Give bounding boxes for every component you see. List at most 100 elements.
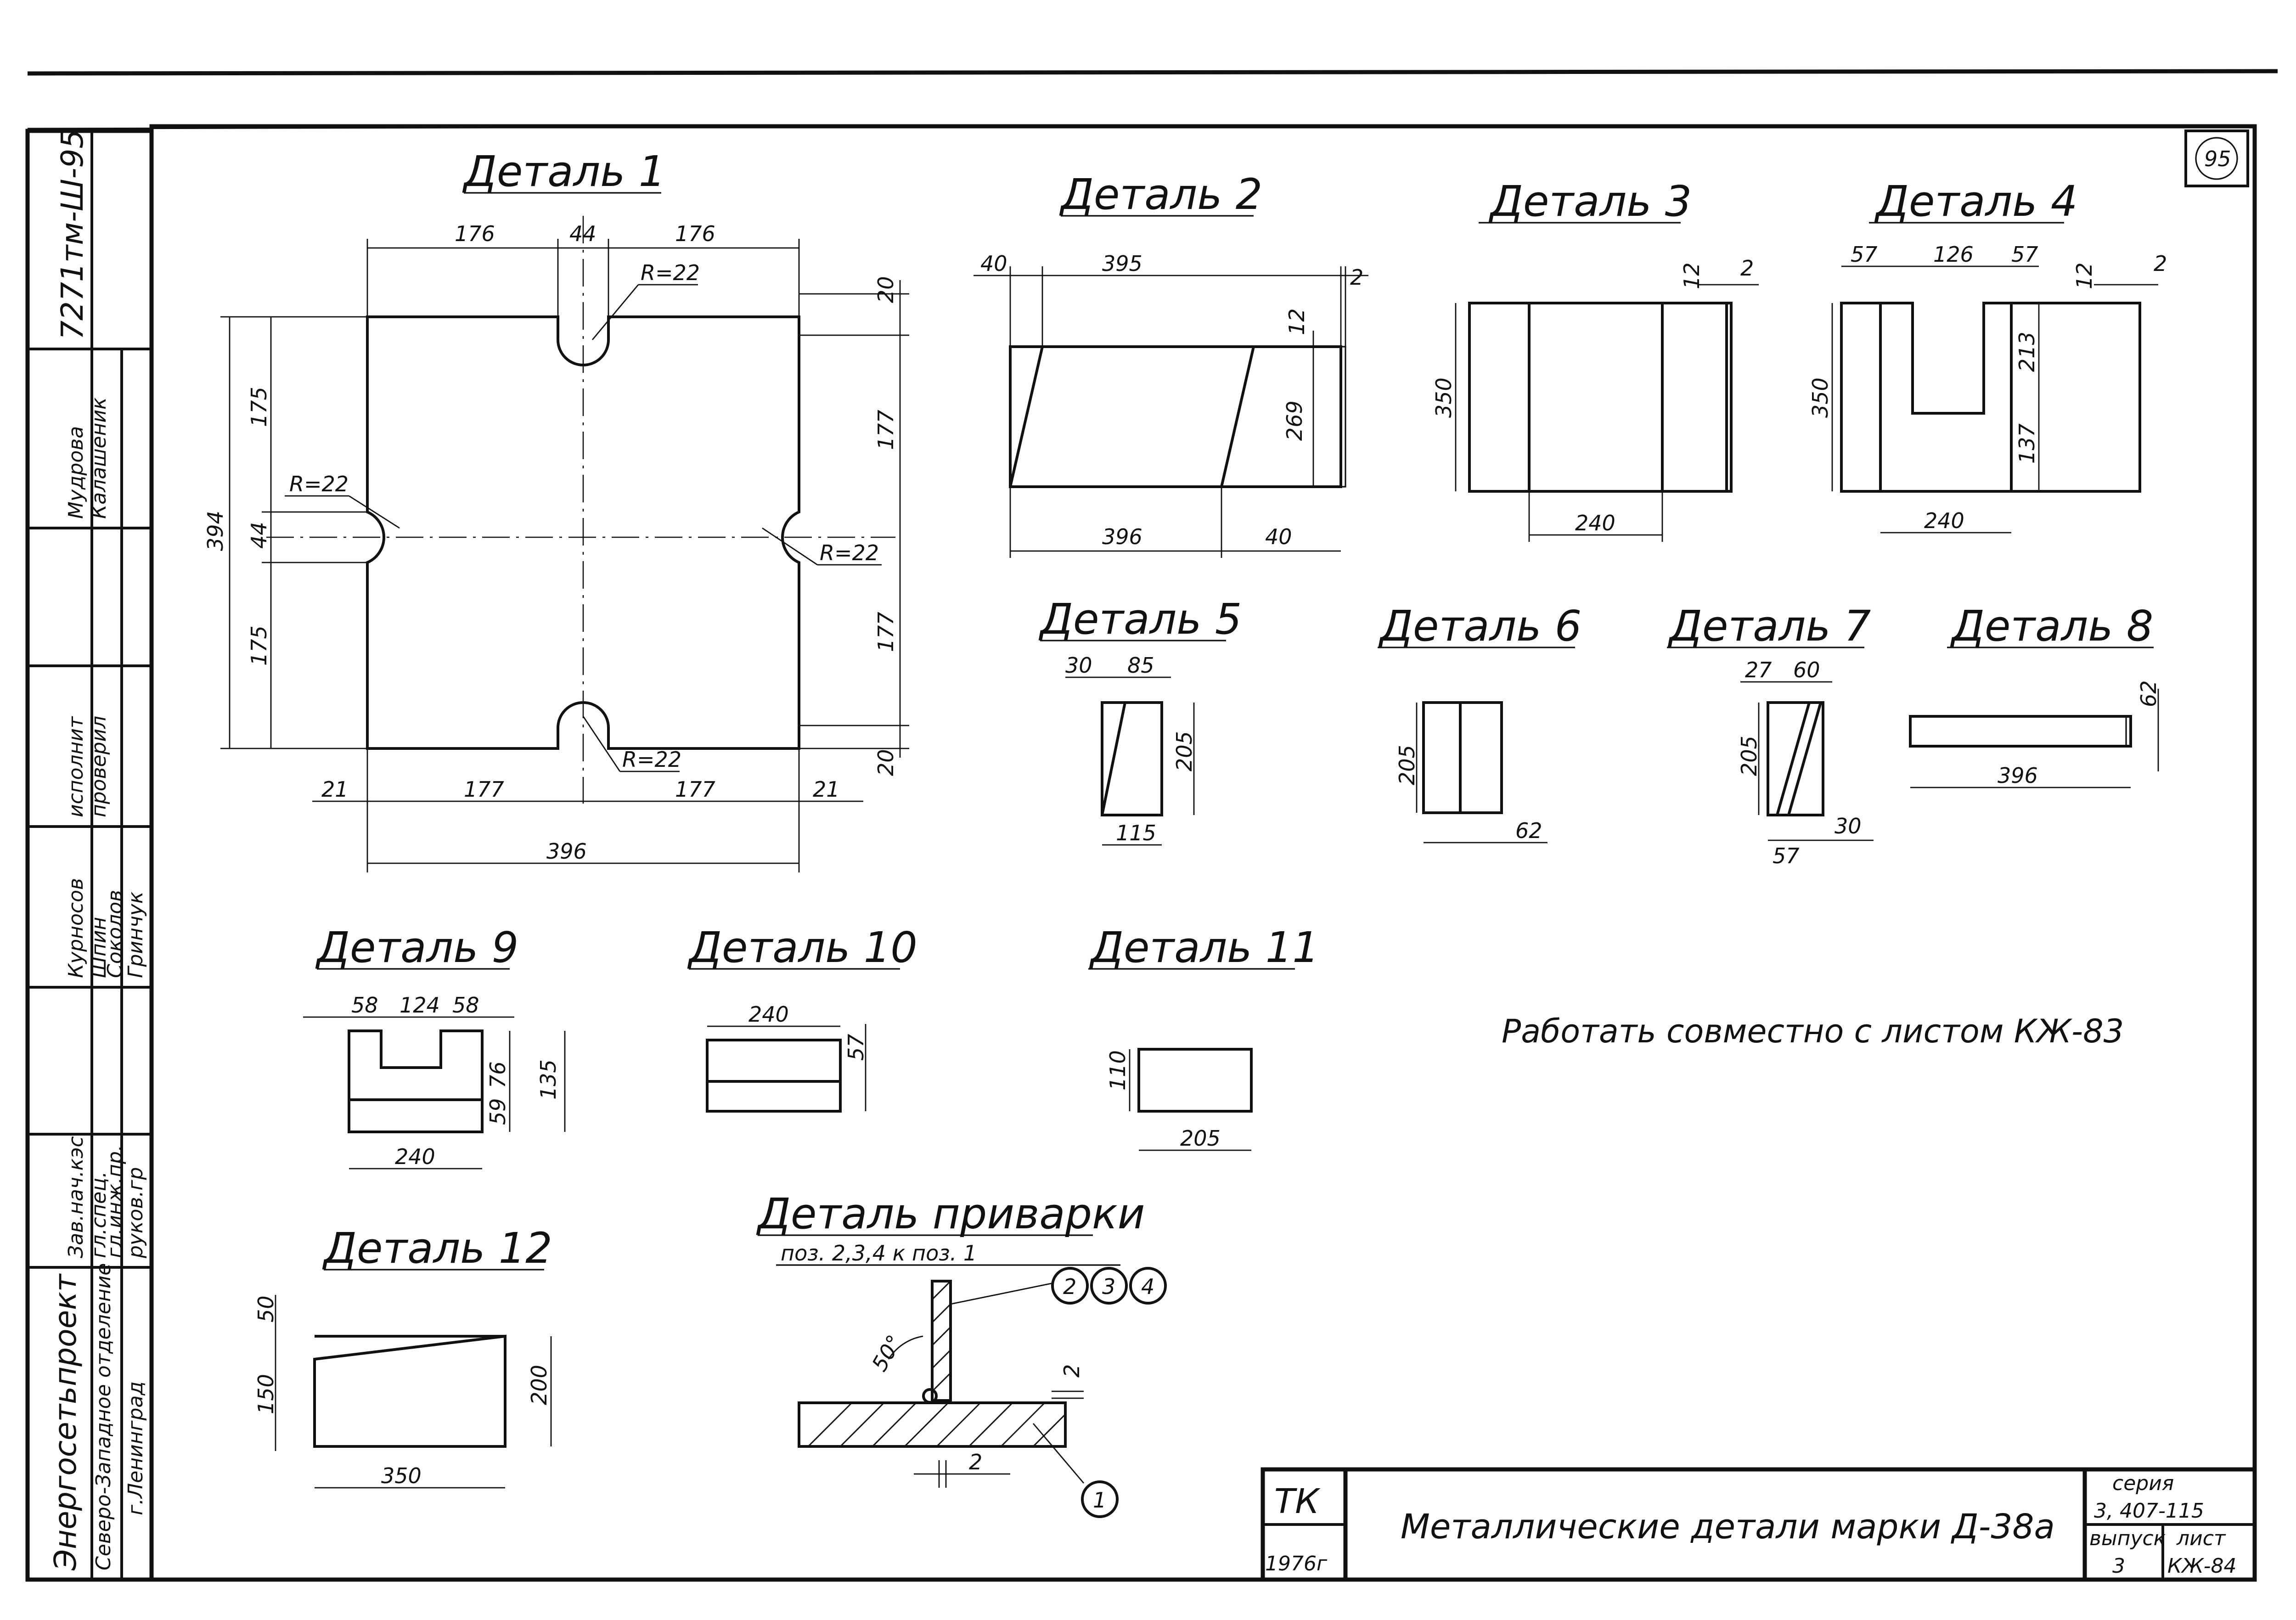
detail-4: Деталь 4 57 126 57 350 213 137 12 2 240 xyxy=(1808,177,2167,534)
d1-top-1: 44 xyxy=(569,221,597,246)
detail-9: Деталь 9 58 124 58 76 59 135 240 xyxy=(303,923,566,1170)
d9-h-b: 59 xyxy=(485,1098,510,1125)
d11-height: 110 xyxy=(1105,1050,1130,1091)
d1-radius-left: R=22 xyxy=(289,472,349,496)
d2-bottom: 396 xyxy=(1102,524,1142,549)
base-plate-hatch xyxy=(807,1402,1066,1447)
role-1: гл.спец. xyxy=(87,1171,111,1258)
weld-title: Деталь приварки xyxy=(756,1189,1145,1238)
weld-subtitle: поз. 2,3,4 к поз. 1 xyxy=(781,1241,977,1266)
detail-10: Деталь 10 240 57 xyxy=(687,923,917,1113)
top-rule xyxy=(27,69,2278,76)
d1-radius-bottom: R=22 xyxy=(622,747,681,772)
org-branch: Северо-Западное отделение xyxy=(92,1263,115,1570)
weld-pos-3: 3 xyxy=(1102,1274,1115,1299)
d4-top-a: 12 xyxy=(2072,262,2097,289)
d3-width: 240 xyxy=(1575,511,1615,535)
d5-height: 205 xyxy=(1172,731,1197,771)
d1-right-2: 177 xyxy=(873,612,898,652)
d7-bot-b: 57 xyxy=(1773,844,1800,868)
detail-10-title: Деталь 10 xyxy=(687,923,917,972)
role-4: исполнит xyxy=(64,716,88,817)
side-stamp-frame xyxy=(25,129,154,1582)
weld-gap-v: 2 xyxy=(1059,1364,1084,1378)
d9-h-total: 135 xyxy=(536,1059,561,1100)
d2-top: 395 xyxy=(1102,251,1142,276)
role-3: руков.гр xyxy=(124,1167,147,1259)
d4-upper: 213 xyxy=(2015,332,2039,372)
d11-width: 205 xyxy=(1180,1126,1221,1151)
d8-height: 62 xyxy=(2136,680,2161,707)
d1-right-1: 177 xyxy=(873,410,898,450)
name-5: Калашеник xyxy=(87,397,111,519)
detail-12-title: Деталь 12 xyxy=(322,1224,552,1273)
org-name: Энергосетьпроект xyxy=(48,1273,83,1571)
org-city: г.Ленинград xyxy=(124,1381,147,1515)
d7-bot-a: 30 xyxy=(1835,814,1862,838)
d1-right-3: 20 xyxy=(873,749,898,776)
detail-6: Деталь 6 205 62 xyxy=(1378,602,1581,844)
d4-top-2: 57 xyxy=(2011,242,2038,267)
d9-top-0: 58 xyxy=(351,993,378,1018)
name-0: Курносов xyxy=(64,878,88,978)
d1-bottom-3: 21 xyxy=(813,777,840,802)
weld-angle: 50° xyxy=(867,1331,907,1376)
name-4: Мудрова xyxy=(64,426,88,519)
issue-label: выпуск xyxy=(2089,1527,2166,1550)
d1-radius-top: R=22 xyxy=(641,260,700,285)
d6-height: 205 xyxy=(1395,745,1419,785)
role-5: проверил xyxy=(87,716,111,817)
drawing-title: Металлические детали марки Д-38а xyxy=(1401,1507,2055,1547)
d1-radius-right: R=22 xyxy=(820,540,879,565)
detail-11-title: Деталь 11 xyxy=(1089,923,1319,972)
detail-12: Деталь 12 50 150 200 350 xyxy=(253,1224,552,1489)
d12-left-a: 50 xyxy=(253,1295,278,1322)
d3-top-a: 12 xyxy=(1679,262,1704,289)
d10-height: 57 xyxy=(844,1034,868,1061)
d2-top-left: 40 xyxy=(980,251,1007,276)
d1-bottom-0: 21 xyxy=(321,777,349,802)
sheet-value: КЖ-84 xyxy=(2167,1554,2237,1578)
d4-height: 350 xyxy=(1808,377,1833,418)
d8-width: 396 xyxy=(1998,763,2038,788)
d2-top-right: 2 xyxy=(1350,265,1363,290)
d2-bottom-right: 40 xyxy=(1265,524,1292,549)
drawing-frame xyxy=(149,124,2257,1582)
title-block: ТК 1976г Металлические детали марки Д-38… xyxy=(1261,1467,2257,1582)
detail-6-title: Деталь 6 xyxy=(1378,602,1581,651)
stamp-tk: ТК xyxy=(1274,1482,1321,1521)
d5-bottom: 115 xyxy=(1116,821,1156,845)
d3-top-b: 2 xyxy=(1740,256,1754,281)
d2-right-h: 269 xyxy=(1282,400,1307,441)
detail-9-title: Деталь 9 xyxy=(315,923,518,972)
weld-gap: 2 xyxy=(969,1450,982,1474)
sheet-number: 95 xyxy=(2204,146,2231,171)
detail-7-title: Деталь 7 xyxy=(1667,602,1871,651)
d4-lower: 137 xyxy=(2015,423,2039,464)
d6-width: 62 xyxy=(1515,818,1542,843)
d1-left-0: 175 xyxy=(247,387,271,427)
name-2: Соколов xyxy=(103,890,127,978)
d12-left-b: 150 xyxy=(253,1374,278,1414)
d10-width: 240 xyxy=(748,1002,789,1027)
detail-2: Деталь 2 40 395 2 12 269 396 40 xyxy=(974,170,1368,558)
detail-8: Деталь 8 62 396 xyxy=(1909,602,2161,788)
name-1: Шпин xyxy=(87,917,111,978)
d9-width: 240 xyxy=(395,1144,435,1169)
detail-1: Деталь 1 176 44 176 R=22 R=22 R=22 R=22 … xyxy=(203,147,909,872)
weld-detail: Деталь приварки поз. 2,3,4 к поз. 1 50° … xyxy=(756,1189,1167,1518)
detail-3-title: Деталь 3 xyxy=(1488,177,1692,226)
detail-1-title: Деталь 1 xyxy=(462,147,665,196)
stamp-year: 1976г xyxy=(1265,1552,1328,1575)
detail-3: Деталь 3 350 12 2 240 xyxy=(1431,177,1759,542)
weld-pos-4: 4 xyxy=(1141,1274,1154,1299)
detail-5: Деталь 5 30 85 205 115 xyxy=(1038,595,1242,846)
d4-width: 240 xyxy=(1924,508,1964,533)
detail-4-title: Деталь 4 xyxy=(1874,177,2077,226)
detail-11: Деталь 11 110 205 xyxy=(1088,923,1319,1151)
detail-5-title: Деталь 5 xyxy=(1038,595,1242,644)
detail-8-title: Деталь 8 xyxy=(1950,602,2153,651)
drawing-code: 7271тм-Ш-95 xyxy=(55,129,90,340)
d1-left-2: 175 xyxy=(247,625,271,666)
